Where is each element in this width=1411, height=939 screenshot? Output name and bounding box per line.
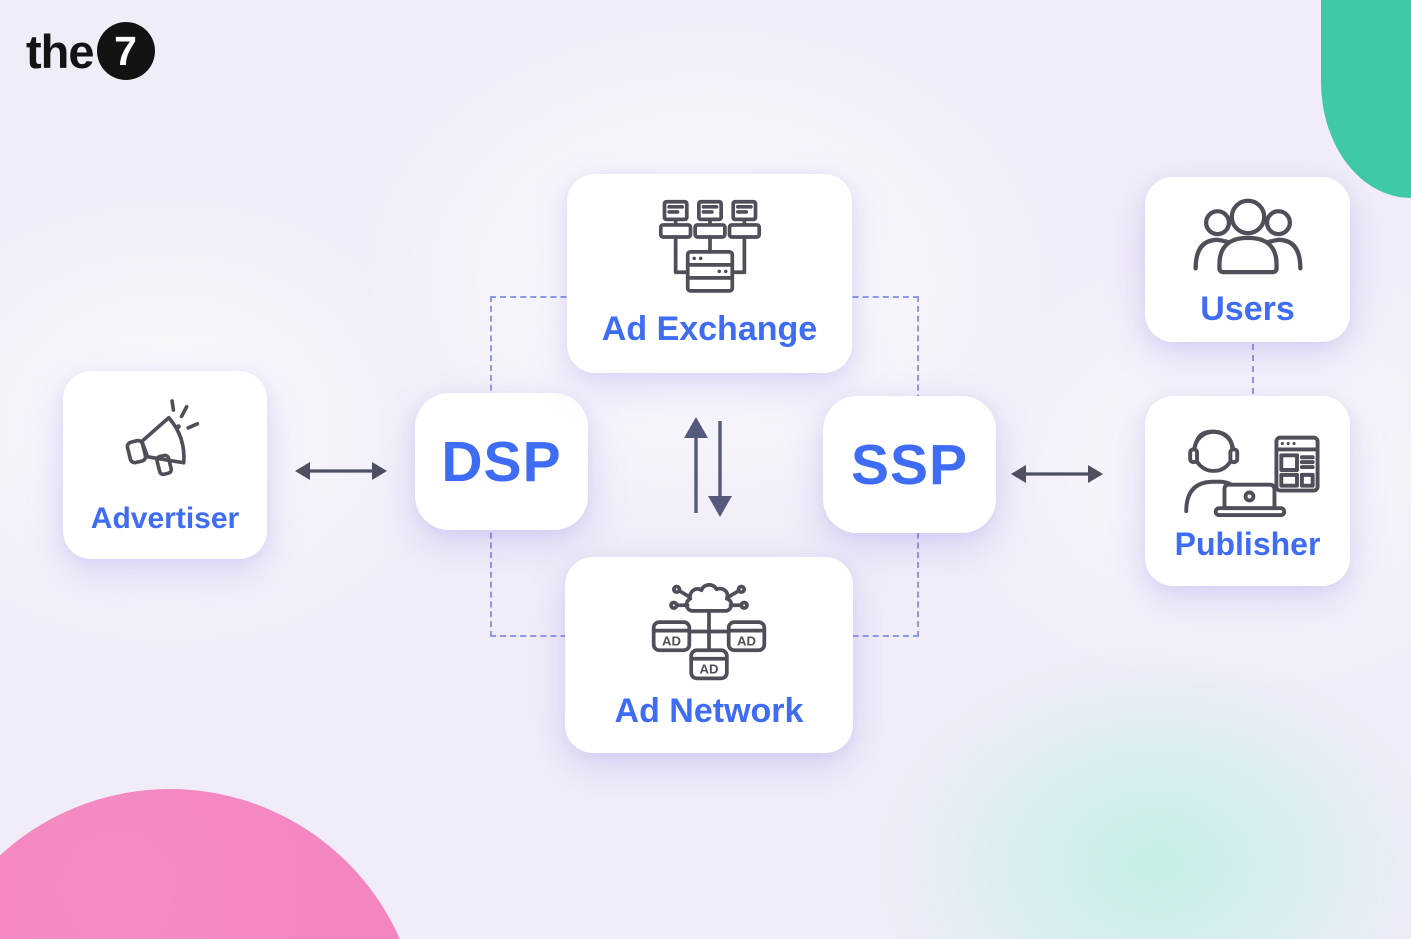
ad-network-card: AD AD AD Ad Network — [565, 557, 853, 753]
users-group-icon — [1193, 198, 1302, 275]
up-arrow — [684, 417, 708, 513]
ad-network-cloud-icon: AD AD AD — [651, 582, 767, 681]
ssp-label: SSP — [850, 432, 969, 497]
advertiser-label: Advertiser — [90, 502, 240, 535]
users-publisher-dashed-connector — [1252, 344, 1254, 394]
pink-circle-shape — [0, 789, 421, 939]
advertiser-card: Advertiser — [63, 371, 267, 559]
dsp-label: DSP — [441, 429, 562, 494]
down-arrow — [708, 421, 732, 517]
ad-box-text: AD — [700, 662, 719, 677]
advertiser-dsp-arrow — [295, 462, 387, 480]
the7-logo: the 7 — [26, 22, 155, 80]
users-card: Users — [1145, 177, 1350, 342]
teal-corner-shape — [1321, 0, 1411, 198]
publisher-label: Publisher — [1174, 525, 1321, 562]
logo-badge-circle: 7 — [96, 22, 155, 80]
ad-box-text: AD — [662, 634, 681, 649]
megaphone-icon — [125, 399, 200, 477]
ssp-publisher-arrow — [1011, 465, 1103, 483]
logo-badge-numeral: 7 — [114, 27, 137, 74]
ad-network-label: Ad Network — [614, 692, 804, 730]
dsp-card: DSP — [415, 393, 588, 530]
publisher-workstation-icon — [1183, 429, 1320, 517]
exchange-network-arrows — [684, 417, 732, 517]
publisher-card: Publisher — [1145, 396, 1350, 586]
ad-exchange-card: Ad Exchange — [567, 174, 852, 373]
users-label: Users — [1200, 290, 1295, 328]
ad-box-text: AD — [737, 634, 756, 649]
ad-exchange-label: Ad Exchange — [601, 310, 818, 348]
logo-text: the — [26, 24, 94, 78]
ssp-card: SSP — [823, 396, 996, 533]
ad-exchange-servers-icon — [658, 199, 761, 293]
